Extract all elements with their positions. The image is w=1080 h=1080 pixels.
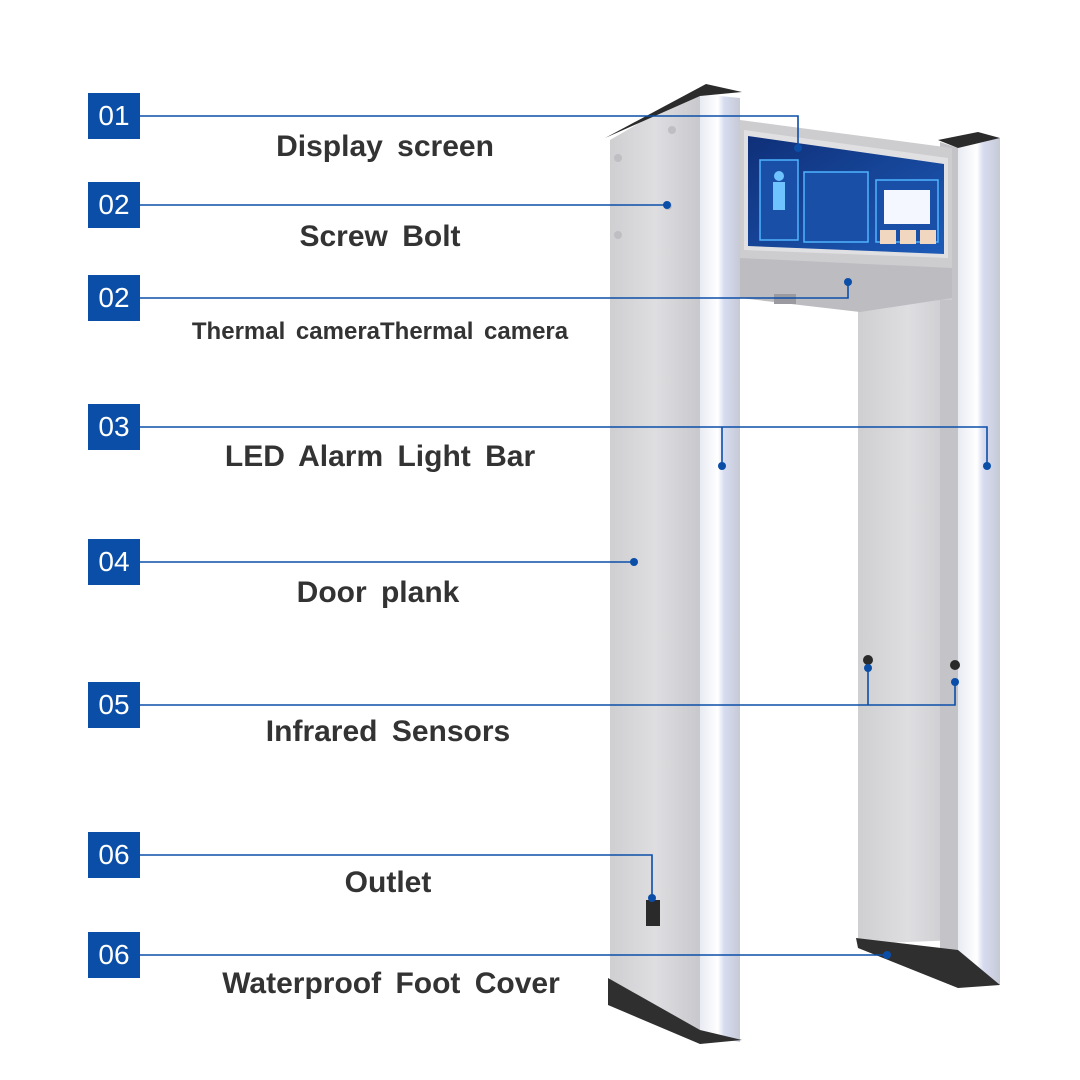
right-pillar — [856, 132, 1000, 988]
leader-line-06a — [140, 854, 653, 898]
callout-number-02-camera: 02 — [88, 275, 140, 321]
label-waterproof-foot-cover: Waterproof Foot Cover — [222, 967, 560, 1000]
label-thermal-camera: Thermal cameraThermal camera — [191, 318, 569, 345]
label-display-screen: Display screen — [276, 130, 494, 163]
leader-line-01 — [140, 115, 799, 148]
infrared-sensor-right — [950, 660, 960, 670]
callout-number-06-outlet: 06 — [88, 832, 140, 878]
callout-number-03: 03 — [88, 404, 140, 450]
callout-number-02-screw: 02 — [88, 182, 140, 228]
callout-number-05: 05 — [88, 682, 140, 728]
label-screw-bolt: Screw Bolt — [299, 220, 461, 253]
leader-line-05 — [140, 682, 956, 706]
callout-number-01: 01 — [88, 93, 140, 139]
leader-dots — [630, 144, 991, 959]
outlet — [646, 900, 660, 926]
label-outlet: Outlet — [344, 866, 432, 899]
callout-number-04: 04 — [88, 539, 140, 585]
label-infrared-sensors: Infrared Sensors — [265, 715, 511, 748]
label-door-plank: Door plank — [296, 576, 460, 609]
leader-line-03 — [140, 426, 988, 466]
left-pillar — [605, 84, 742, 1044]
callout-number-06-foot: 06 — [88, 932, 140, 978]
infrared-sensor-left — [863, 655, 873, 665]
leader-lines — [140, 115, 988, 956]
top-crossbeam — [740, 120, 952, 312]
leader-line-02b — [140, 282, 849, 299]
label-led-alarm-light-bar: LED Alarm Light Bar — [224, 440, 536, 473]
